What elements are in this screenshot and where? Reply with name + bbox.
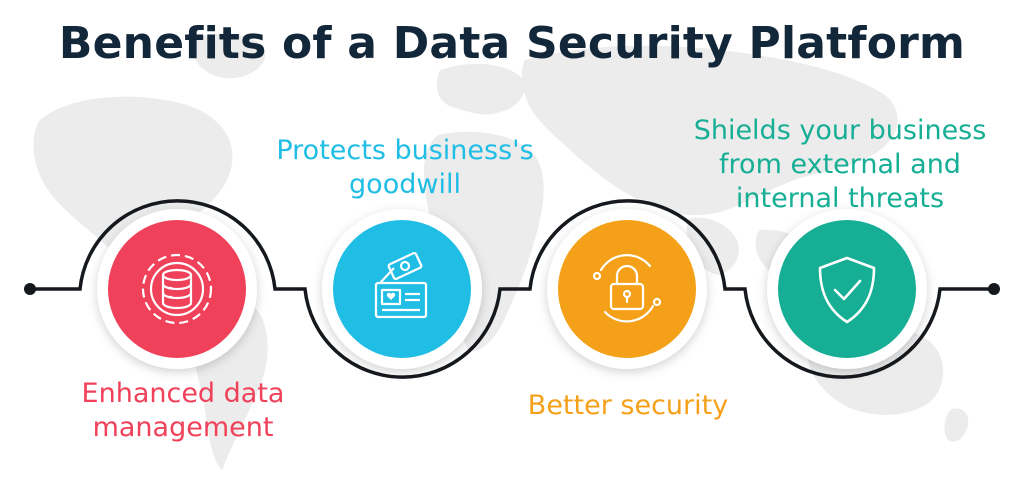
line-end-dot <box>988 283 1000 295</box>
shield-check-icon <box>818 256 876 324</box>
benefit-2-circle <box>333 220 471 358</box>
benefit-2-label: Protects business's goodwill <box>276 135 534 200</box>
benefit-1-label: Enhanced data management <box>81 378 285 443</box>
benefit-3-circle <box>558 220 696 358</box>
benefit-4-circle <box>778 220 916 358</box>
page-title: Benefits of a Data Security Platform <box>58 18 966 69</box>
padlock-icon <box>592 254 662 323</box>
database-gear-icon <box>141 253 213 325</box>
line-start-dot <box>24 283 36 295</box>
benefit-3-label: Better security <box>527 390 729 421</box>
benefit-4-label: Shields your business from external and … <box>693 115 987 214</box>
wallet-money-icon <box>374 251 428 319</box>
